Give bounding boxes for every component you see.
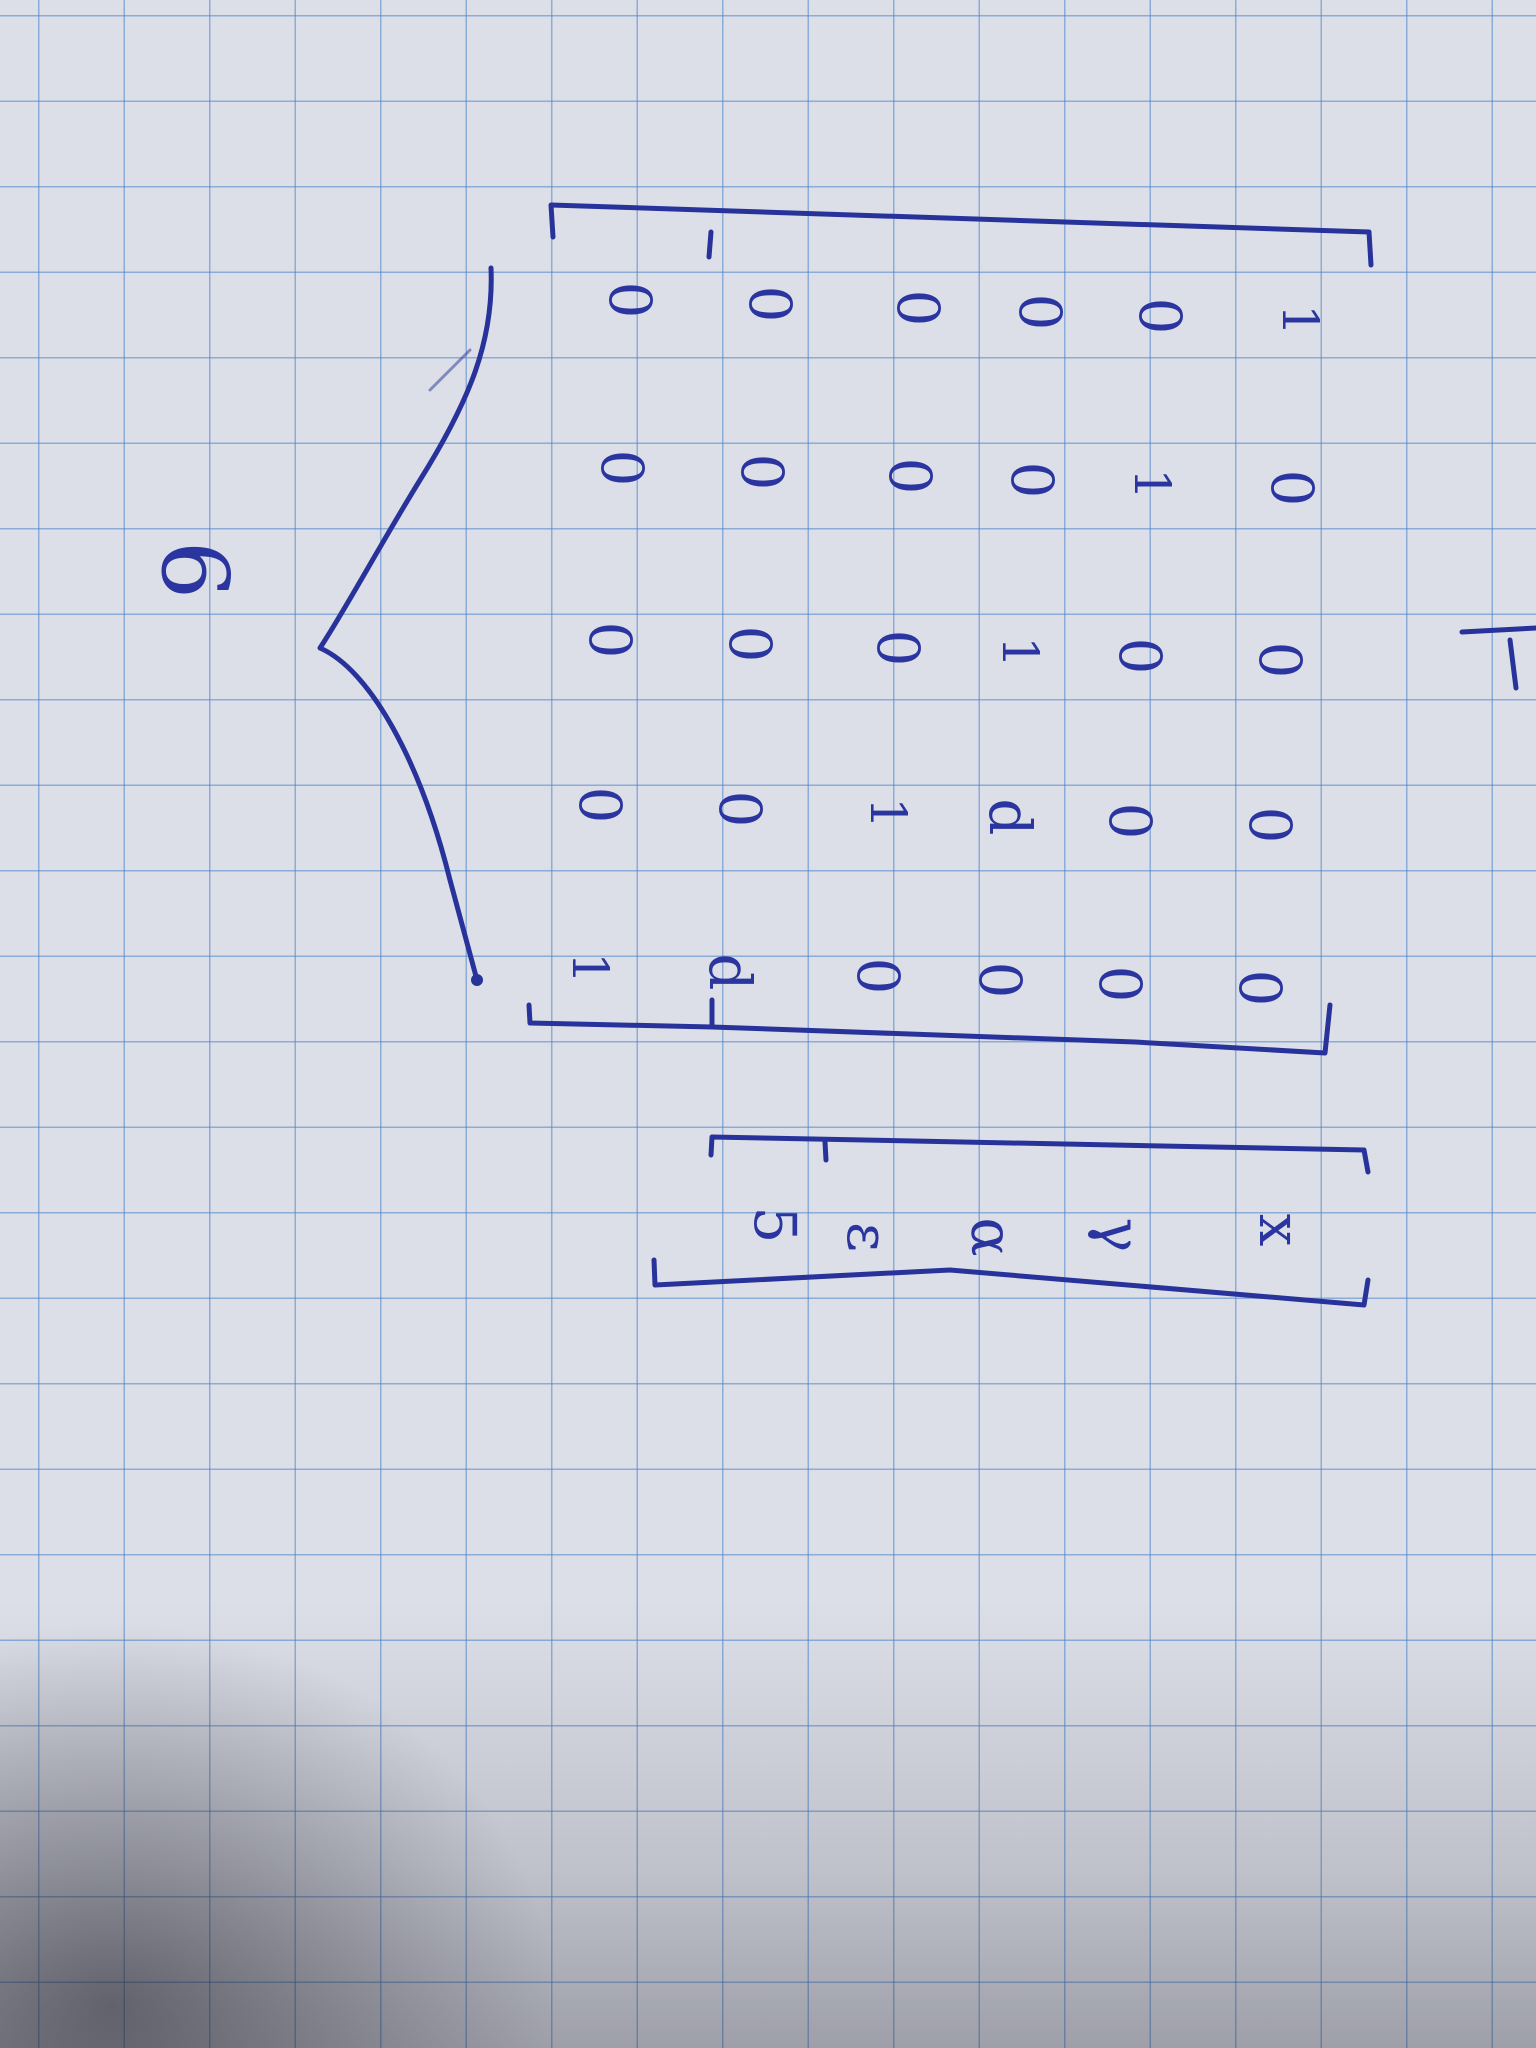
matrix-cell: 0 <box>1006 293 1074 331</box>
matrix-cell: 0 <box>1258 469 1326 507</box>
matrix-cell: 0 <box>566 786 634 824</box>
size-brace <box>317 265 494 983</box>
variable-cell: 5 <box>741 1206 809 1244</box>
matrix-cell: 1 <box>859 797 917 829</box>
edge-mark-stem <box>1507 637 1519 691</box>
stray-mark <box>428 348 472 392</box>
edge-mark <box>1459 625 1536 635</box>
matrix-cell: 0 <box>884 289 952 327</box>
variable-cell: α <box>958 1217 1026 1257</box>
matrix-bracket-top <box>548 202 1374 268</box>
matrix-cell: 0 <box>576 621 644 659</box>
matrix-cell: 0 <box>1126 297 1194 335</box>
matrix-cell: 1 <box>1271 304 1329 336</box>
vars-bracket-top <box>708 1134 1371 1175</box>
matrix-cell: 0 <box>706 790 774 828</box>
matrix-cell: 0 <box>1106 637 1174 675</box>
matrix-cell: 1 <box>991 636 1049 668</box>
variable-cell: ε <box>834 1221 902 1253</box>
matrix-cell: 1 <box>561 952 619 984</box>
matrix-cell: 1 <box>1123 468 1181 500</box>
matrix-cell: 0 <box>1246 641 1314 679</box>
matrix-cell: 0 <box>844 957 912 995</box>
matrix-cell: 0 <box>1226 969 1294 1007</box>
vars-bracket-tick-top <box>822 1139 829 1163</box>
matrix-cell: 0 <box>864 629 932 667</box>
matrix-cell: 0 <box>966 961 1034 999</box>
variable-cell: γ <box>1086 1217 1154 1253</box>
matrix-cell: 0 <box>876 457 944 495</box>
matrix-cell: 0 <box>736 285 804 323</box>
matrix-cell: 0 <box>1086 965 1154 1003</box>
matrix-bracket-bottom <box>526 1002 1333 1056</box>
vars-bracket-bottom <box>651 1257 1371 1308</box>
matrix-cell: 0 <box>596 281 664 319</box>
matrix-bracket-tick-top <box>706 229 714 260</box>
matrix-cell: 0 <box>716 625 784 663</box>
matrix-cell: 0 <box>728 453 796 491</box>
matrix-cell: d <box>696 953 764 991</box>
brace-end-dot <box>471 974 483 986</box>
matrix-size-label: 6 <box>141 540 249 600</box>
matrix-cell: 0 <box>1096 802 1164 840</box>
matrix-cell: d <box>976 798 1044 836</box>
matrix-cell: 0 <box>1236 806 1304 844</box>
matrix-cell: 0 <box>998 461 1066 499</box>
matrix-cell: 0 <box>588 449 656 487</box>
variable-cell: x <box>1246 1213 1314 1247</box>
